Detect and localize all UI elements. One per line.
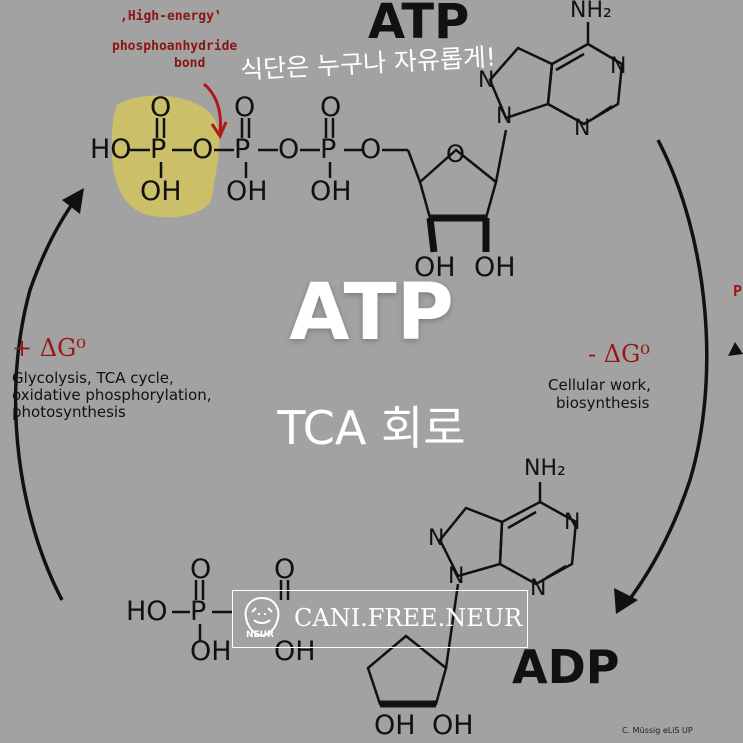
atp-ribose-oh-2: OH [474, 252, 516, 283]
atp-n7: N [478, 68, 495, 93]
atp-o-bridge-2: O [278, 134, 300, 165]
atp-adenine-ring [488, 22, 624, 126]
atp-o-gamma: O [150, 92, 172, 123]
annotation-line-3: bond [174, 56, 206, 71]
gain-process-1: Glycolysis, TCA cycle, [12, 369, 174, 387]
watermark-box [232, 590, 528, 648]
loss-energy-label: - ΔG⁰ [588, 340, 650, 368]
atp-oh-beta: OH [226, 176, 268, 207]
adp-ho-label: HO [126, 596, 168, 627]
adp-title: ADP [512, 640, 620, 694]
highlight-scribble [111, 95, 220, 218]
annotation-line-1: ‚High-energy‛ [120, 9, 222, 24]
atp-o-alpha: O [320, 92, 342, 123]
atp-n9: N [496, 104, 513, 129]
adp-n1: N [564, 510, 581, 535]
atp-o-bridge-1: O [192, 134, 214, 165]
adp-p-beta: P [190, 596, 207, 627]
atp-p-alpha: P [320, 134, 337, 165]
lion-logo-icon [244, 596, 280, 638]
overlay-subtitle: TCA 회로 [277, 401, 466, 455]
annotation-line-2: phosphoanhydride [112, 39, 238, 54]
adp-oh-alpha: OH [274, 636, 316, 667]
adp-ribose-ring [366, 583, 460, 708]
bond-pointer-arrow [202, 82, 228, 140]
adp-nh2: NH₂ [524, 456, 566, 481]
arrowheads [62, 188, 743, 614]
edge-partial-text: P [733, 282, 743, 300]
atp-oh-alpha: OH [310, 176, 352, 207]
gain-process-2: oxidative phosphorylation, [12, 386, 212, 404]
atp-title: ATP [368, 0, 470, 50]
gain-energy-label: + ΔG⁰ [12, 334, 86, 362]
overlay-title: ATP [289, 268, 454, 358]
adp-oh-beta: OH [190, 636, 232, 667]
loss-process-1: Cellular work, [548, 376, 651, 394]
atp-n1: N [610, 54, 627, 79]
atp-o-bridge-3: O [360, 134, 382, 165]
atp-ribose-ring [406, 129, 508, 253]
adp-ribose-oh-1: OH [374, 710, 416, 741]
logo-text: NEUR [246, 630, 274, 640]
adp-n7: N [428, 526, 445, 551]
atp-phosphate-bonds [130, 118, 408, 178]
watermark-text: CANI.FREE.NEUR [294, 604, 523, 632]
adp-n3: N [530, 576, 547, 601]
image-credit: C. Müssig eLiS UP [622, 726, 693, 735]
adp-adenine-ring [438, 482, 578, 586]
atp-o-beta: O [234, 92, 256, 123]
adp-o-alpha: O [274, 554, 296, 585]
adp-o-beta: O [190, 554, 212, 585]
atp-p-gamma: P [150, 134, 167, 165]
adp-ribose-oh-2: OH [432, 710, 474, 741]
atp-nh2: NH₂ [570, 0, 612, 23]
gain-process-3: photosynthesis [12, 403, 126, 421]
atp-n3: N [574, 116, 591, 141]
loss-process-2: biosynthesis [556, 394, 650, 412]
atp-ribose-oh-1: OH [414, 252, 456, 283]
atp-ribose-o: O [446, 140, 465, 168]
adp-n9: N [448, 564, 465, 589]
atp-ho-label: HO [90, 134, 132, 165]
cycle-arrows [13, 139, 709, 606]
atp-oh-gamma: OH [140, 176, 182, 207]
atp-p-beta: P [234, 134, 251, 165]
